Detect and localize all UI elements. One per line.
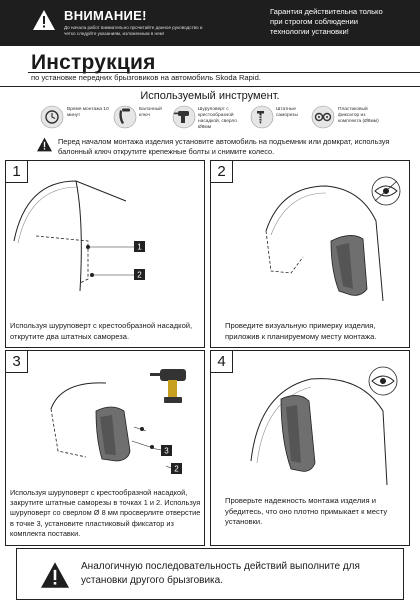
wrench-icon: [113, 105, 137, 129]
warning-text: До начала работ внимательно прочитайте д…: [64, 25, 203, 36]
step-number: 2: [211, 161, 233, 183]
page-subtitle: по установке передних брызговиков на авт…: [31, 73, 261, 82]
step-text: Проведите визуальную примерку изделия, п…: [225, 321, 377, 341]
tool-label: Пластиковый фиксатор из комплекта (Ø8мм): [338, 107, 379, 124]
step-number: 4: [211, 351, 233, 373]
marker-2: 2: [174, 465, 179, 474]
tool-label: Время монтажа 10 минут: [67, 107, 109, 118]
marker-1: 1: [137, 243, 142, 252]
page-title: Инструкция: [31, 51, 156, 74]
drill-icon: [150, 369, 186, 403]
preparation-notice: Перед началом монтажа изделия установите…: [58, 137, 390, 156]
step-number: 3: [6, 351, 28, 373]
screw-icon: [250, 105, 274, 129]
notice-warning-icon: [37, 137, 52, 152]
marker-3: 3: [164, 447, 169, 456]
guarantee-text: Гарантия действительна только при строго…: [270, 7, 383, 36]
step-panel-3: 3 2 3 Используя шуруповерт с крестообраз…: [5, 350, 205, 546]
step-3-illustration: 3 2: [50, 369, 186, 474]
fastener-icon: [311, 105, 335, 129]
tool-label: Шуруповерт с крестообразной насадкой, св…: [198, 107, 237, 130]
warning-header: ВНИМАНИЕ! До начала работ внимательно пр…: [0, 0, 420, 46]
screwdriver-icon: [172, 105, 196, 129]
warning-title: ВНИМАНИЕ!: [64, 8, 147, 23]
tools-heading: Используемый инструмент.: [140, 90, 280, 102]
warning-icon: [33, 10, 55, 30]
tool-label: Штатные саморезы: [276, 107, 298, 118]
step-2-illustration: [265, 176, 401, 302]
title-divider: [28, 72, 420, 73]
clock-icon: [40, 105, 64, 129]
step-panel-4: 4 Проверьте надежность монтажа изделия и…: [210, 350, 410, 546]
final-notice-text: Аналогичную последовательность действий …: [81, 561, 360, 586]
warning-icon: [41, 562, 69, 588]
step-text: Проверьте надежность монтажа изделия и у…: [225, 496, 388, 526]
step-text: Используя шуруповерт с крестообразной на…: [10, 488, 201, 538]
step-panel-1: 1 2 1 Используя шуруповерт с крестообраз…: [5, 160, 205, 348]
step-panel-2: 2 Проведите визуальную примерку изделия,…: [210, 160, 410, 348]
marker-2: 2: [137, 271, 142, 280]
tool-label: Балонный ключ: [139, 107, 162, 118]
step-number: 1: [6, 161, 28, 183]
section-divider: [0, 86, 420, 87]
step-4-illustration: [250, 366, 398, 485]
step-text: Используя шуруповерт с крестообразной на…: [10, 321, 193, 341]
step-1-illustration: 1 2: [13, 180, 145, 292]
final-notice-box: Аналогичную последовательность действий …: [16, 548, 404, 600]
